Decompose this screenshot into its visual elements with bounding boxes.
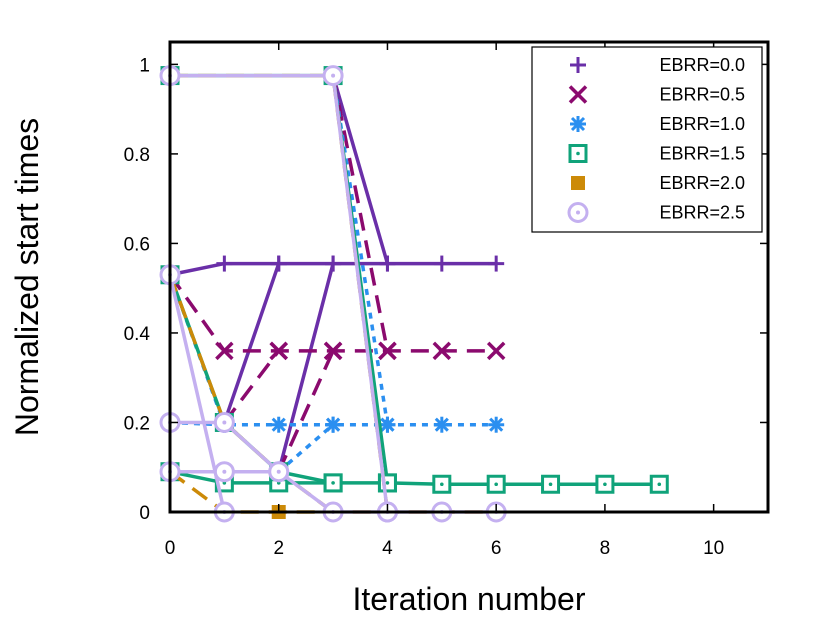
marker-stroke <box>378 341 397 361</box>
legend-label: EBRR=0.0 <box>659 55 745 75</box>
y-tick-label: 0.2 <box>124 413 150 434</box>
series-line <box>169 470 660 486</box>
data-point <box>379 416 396 433</box>
data-point <box>486 341 506 361</box>
marker-stroke <box>568 85 588 104</box>
data-point <box>570 57 586 73</box>
series-line <box>277 263 335 473</box>
legend-label: EBRR=0.5 <box>659 85 745 105</box>
data-point <box>541 474 561 494</box>
plot-frame <box>168 40 770 514</box>
marker-dot <box>548 482 553 487</box>
series-line <box>331 75 390 265</box>
legend-label: EBRR=2.0 <box>659 173 745 193</box>
y-tick-label: 0 <box>139 503 150 524</box>
marker-dot <box>222 420 227 425</box>
marker-stroke <box>486 341 506 361</box>
y-tick-label: 0.4 <box>124 324 151 345</box>
marker-stroke <box>269 341 288 361</box>
x-axis-title: Iteration number <box>352 581 585 617</box>
x-tick-label: 6 <box>491 538 502 559</box>
marker-stroke <box>271 417 286 432</box>
marker-dot <box>331 73 336 78</box>
legend: EBRR=0.0EBRR=0.5EBRR=1.0EBRR=1.5EBRR=2.0… <box>531 46 763 233</box>
data-point <box>379 255 396 272</box>
data-point <box>488 416 505 433</box>
data-point <box>325 416 342 433</box>
marker-stroke <box>380 417 395 432</box>
data-point <box>215 341 234 361</box>
marker-dot <box>576 151 580 156</box>
data-point <box>270 416 287 433</box>
series-line <box>222 349 281 424</box>
marker-dot <box>440 482 444 487</box>
marker-dot <box>276 469 281 474</box>
data-point <box>213 461 235 483</box>
data-point <box>433 255 450 272</box>
data-point <box>322 65 344 87</box>
legend-label: EBRR=1.5 <box>659 144 745 164</box>
series-line <box>277 350 335 473</box>
marker-stroke <box>323 341 343 361</box>
legend-label: EBRR=2.5 <box>659 203 745 223</box>
data-point <box>595 474 615 494</box>
data-point <box>269 341 288 361</box>
x-tick-label: 10 <box>703 538 724 559</box>
y-tick-label: 0.8 <box>124 145 150 166</box>
marker-dot <box>385 481 390 485</box>
data-point <box>486 474 506 494</box>
marker-stroke <box>570 116 586 132</box>
data-point <box>213 411 235 433</box>
y-tick-label: 0.6 <box>124 234 150 255</box>
data-point <box>323 341 343 361</box>
data-point <box>571 176 585 190</box>
data-point <box>433 416 450 433</box>
data-point <box>570 116 586 132</box>
y-tick-label: 1 <box>139 55 150 76</box>
data-point <box>323 473 343 493</box>
data-point <box>216 255 233 272</box>
marker-stroke <box>434 417 449 432</box>
data-point <box>488 255 505 272</box>
x-tick-label: 0 <box>165 538 176 559</box>
marker-dot <box>331 481 335 485</box>
marker-dot <box>657 482 662 487</box>
x-tick-label: 2 <box>273 538 284 559</box>
legend-label: EBRR=1.0 <box>659 114 745 134</box>
y-axis-title: Normalized start times <box>9 118 45 436</box>
marker-dot <box>603 482 607 487</box>
legend-box <box>531 46 763 233</box>
data-point <box>270 255 287 272</box>
marker-dot <box>222 469 227 474</box>
data-point <box>567 202 589 223</box>
x-tick-label: 4 <box>382 538 393 559</box>
marker-square <box>571 176 585 190</box>
data-point <box>325 255 342 272</box>
data-point <box>568 85 588 104</box>
series-line <box>331 75 390 352</box>
marker-stroke <box>489 417 504 432</box>
marker-stroke <box>215 341 234 361</box>
series-line <box>222 263 281 424</box>
data-point <box>378 341 397 361</box>
x-tick-label: 8 <box>600 538 611 559</box>
marker-stroke <box>432 341 452 361</box>
marker-dot <box>494 482 498 487</box>
data-point <box>432 341 452 361</box>
data-point <box>432 474 452 494</box>
data-point <box>568 144 588 163</box>
data-point <box>649 474 669 494</box>
data-point <box>268 461 290 483</box>
marker-dot <box>576 210 580 215</box>
marker-stroke <box>326 417 341 432</box>
